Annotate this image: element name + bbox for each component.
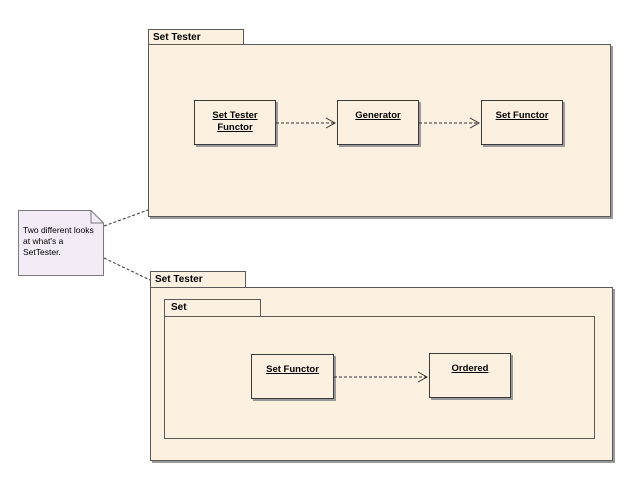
inner-package-label: Set <box>171 302 187 313</box>
node-set-functor-bottom[interactable]: Set Functor <box>251 354 334 399</box>
node-generator-label: Generator <box>355 110 401 121</box>
node-set-tester-functor-label: Set Tester Functor <box>212 110 258 133</box>
bottom-package-label: Set Tester <box>155 274 203 285</box>
node-ordered-label: Ordered <box>451 363 489 374</box>
note-text: Two different looks at what's a SetTeste… <box>23 225 94 257</box>
arrowhead-generator <box>325 117 337 129</box>
node-ordered[interactable]: Ordered <box>429 353 511 398</box>
node-set-functor-top-label: Set Functor <box>495 110 549 121</box>
node-set-functor-top[interactable]: Set Functor <box>481 100 563 145</box>
arrowhead-set-functor <box>469 117 481 129</box>
node-generator[interactable]: Generator <box>337 100 419 145</box>
note-shape <box>18 210 104 276</box>
note-link-top <box>103 209 149 227</box>
node-set-tester-functor[interactable]: Set Tester Functor <box>194 100 276 145</box>
top-package-label: Set Tester <box>153 32 201 43</box>
note-link-bottom <box>103 257 151 281</box>
node-set-functor-bottom-label: Set Functor <box>266 364 319 375</box>
arrowhead-ordered <box>417 371 429 383</box>
